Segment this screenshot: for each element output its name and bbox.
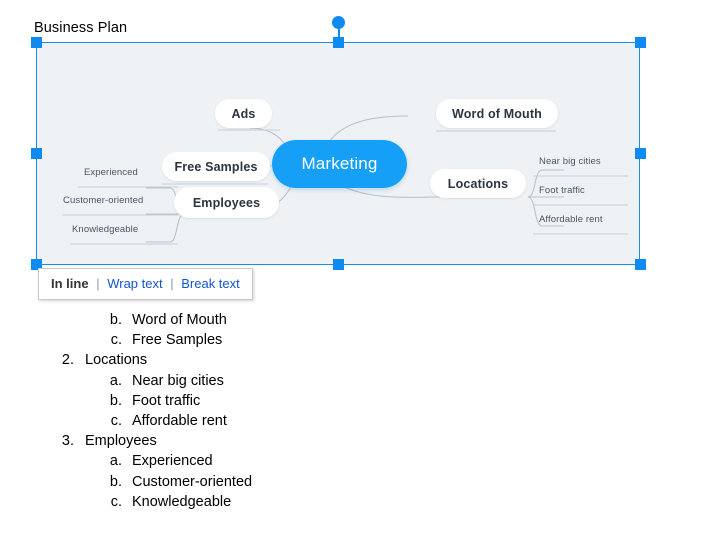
- outline-item[interactable]: a. Near big cities: [40, 371, 460, 391]
- outline-item[interactable]: c. Free Samples: [40, 330, 460, 350]
- text-wrap-popup[interactable]: In line | Wrap text | Break text: [38, 268, 253, 300]
- outline-item-text: Experienced: [132, 453, 213, 470]
- outline-item-marker: c.: [110, 332, 122, 349]
- outline-item-text: Customer-oriented: [132, 473, 253, 490]
- outline-item-marker: c.: [110, 493, 122, 510]
- rotate-handle-icon[interactable]: [332, 16, 345, 29]
- outline-item[interactable]: b. Word of Mouth: [40, 310, 460, 330]
- mindmap-center-node[interactable]: Marketing: [272, 140, 407, 188]
- outline-item-text: Affordable rent: [132, 412, 227, 429]
- outline-item-marker: 2.: [61, 352, 74, 369]
- mindmap-leaf-knowledgeable[interactable]: Knowledgeable: [72, 224, 139, 235]
- outline-list: b. Word of Mouth c. Free Samples 2. Locations…: [40, 310, 460, 512]
- outline-item-marker: a.: [109, 372, 122, 389]
- outline-item[interactable]: a. Experienced: [40, 451, 460, 471]
- resize-handle-top-center[interactable]: [333, 37, 344, 48]
- mindmap-leaf-experienced[interactable]: Experienced: [84, 167, 138, 178]
- mindmap-leaf-customer-oriented[interactable]: Customer-oriented: [63, 195, 144, 206]
- outline-item-text: Employees: [85, 433, 157, 450]
- outline-item-marker: 3.: [61, 433, 74, 450]
- outline-item-marker: b.: [109, 392, 122, 409]
- mindmap-node-employees[interactable]: Employees: [174, 187, 279, 218]
- outline-item-text: Near big cities: [132, 372, 224, 389]
- rotate-handle-stem: [337, 26, 340, 44]
- resize-handle-bottom-right[interactable]: [635, 259, 646, 270]
- mindmap-node-word-of-mouth[interactable]: Word of Mouth: [436, 99, 558, 128]
- popup-separator-2: |: [170, 276, 174, 291]
- outline-item[interactable]: b. Foot traffic: [40, 391, 460, 411]
- outline-item-text: Knowledgeable: [132, 493, 232, 510]
- resize-handle-bottom-center[interactable]: [333, 259, 344, 270]
- outline-item[interactable]: c. Knowledgeable: [40, 492, 460, 512]
- resize-handle-bottom-left[interactable]: [31, 259, 42, 270]
- mindmap-leaf-affordable-rent[interactable]: Affordable rent: [539, 214, 603, 225]
- outline-item[interactable]: b. Customer-oriented: [40, 472, 460, 492]
- popup-option-wrap-text[interactable]: Wrap text: [107, 276, 163, 291]
- popup-option-break-text[interactable]: Break text: [181, 276, 240, 291]
- mindmap-image[interactable]: Marketing Ads Word of Mouth Free Samples…: [36, 42, 640, 265]
- image-caption: Business Plan: [34, 20, 128, 36]
- outline-item-marker: b.: [109, 473, 122, 490]
- resize-handle-top-left[interactable]: [31, 37, 42, 48]
- mindmap-connectors: [62, 115, 628, 245]
- outline-item[interactable]: 3. Employees: [40, 431, 460, 451]
- outline-item-text: Free Samples: [132, 332, 223, 349]
- resize-handle-mid-left[interactable]: [31, 148, 42, 159]
- outline-item-text: Word of Mouth: [132, 312, 227, 328]
- mindmap-node-locations[interactable]: Locations: [430, 169, 526, 198]
- popup-separator-1: |: [96, 276, 100, 291]
- mindmap-leaf-near-big-cities[interactable]: Near big cities: [539, 156, 601, 167]
- outline-item-marker: a.: [109, 453, 122, 470]
- mindmap-canvas: Marketing Ads Word of Mouth Free Samples…: [36, 42, 640, 265]
- outline-item[interactable]: c. Affordable rent: [40, 411, 460, 431]
- resize-handle-mid-right[interactable]: [635, 148, 646, 159]
- mindmap-node-ads[interactable]: Ads: [215, 99, 272, 128]
- resize-handle-top-right[interactable]: [635, 37, 646, 48]
- mindmap-node-free-samples[interactable]: Free Samples: [162, 152, 270, 181]
- popup-option-in-line[interactable]: In line: [51, 276, 89, 291]
- outline-item-text: Foot traffic: [132, 392, 201, 409]
- mindmap-leaf-foot-traffic[interactable]: Foot traffic: [539, 185, 585, 196]
- outline-item-text: Locations: [85, 352, 148, 369]
- outline-item-marker: c.: [110, 412, 122, 429]
- outline-item-marker: b.: [109, 312, 122, 328]
- outline-item[interactable]: 2. Locations: [40, 350, 460, 370]
